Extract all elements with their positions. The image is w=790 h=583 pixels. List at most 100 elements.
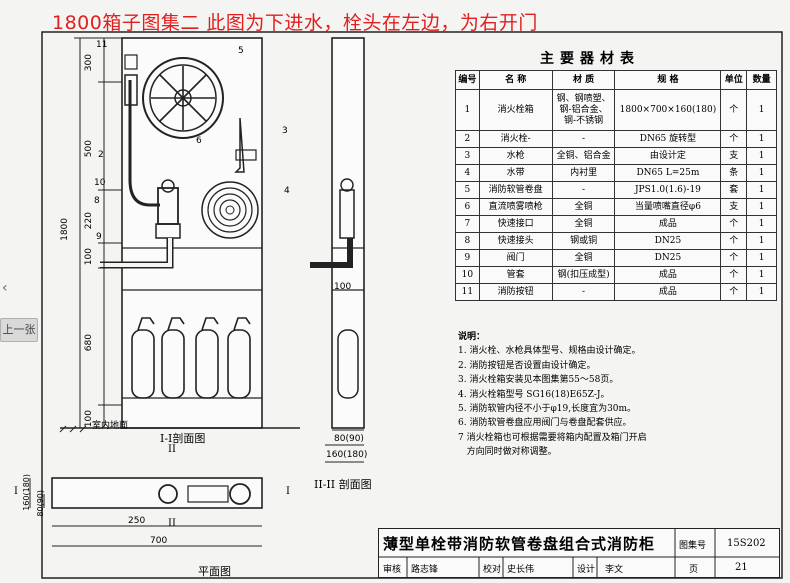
callout-11: 11 xyxy=(96,40,108,50)
table-cell: 1 xyxy=(746,249,777,267)
callout-5: 5 xyxy=(238,46,244,56)
dim-100a: 100 xyxy=(84,248,94,266)
note-item: 4. 消火栓箱型号 SG16(18)E65Z-J。 xyxy=(458,389,610,400)
table-cell: 10 xyxy=(455,266,480,284)
table-cell: 1 xyxy=(746,147,777,165)
plan-dim-250: 250 xyxy=(128,516,146,526)
plan-dim-160: 160(180) xyxy=(22,474,31,511)
atlas-number: 15S202 xyxy=(727,538,766,549)
dim-680: 680 xyxy=(84,334,94,352)
col-qty: 数量 xyxy=(746,70,777,90)
table-cell: 1 xyxy=(746,215,777,233)
callout-9: 9 xyxy=(96,232,102,242)
table-cell: 1 xyxy=(746,181,777,199)
table-cell: 全铜 xyxy=(551,215,616,233)
table-cell: 1800×700×160(180) xyxy=(614,89,722,131)
table-cell: 全铜、铝合金 xyxy=(551,147,616,165)
prev-arrow-icon[interactable]: ‹ xyxy=(2,280,8,296)
title-block-grid xyxy=(379,529,779,577)
table-cell: 条 xyxy=(720,164,748,182)
table-cell: 7 xyxy=(455,215,480,233)
table-cell: 当量喷嘴直径φ6 xyxy=(614,198,722,216)
cabinet-outline xyxy=(121,37,263,429)
col-unit: 单位 xyxy=(720,70,748,90)
table-cell: 个 xyxy=(720,283,748,301)
note-item: 6. 消防软管卷盘应用阀门与卷盘配套供应。 xyxy=(458,418,632,429)
dim-220: 220 xyxy=(84,212,94,230)
table-cell: 成品 xyxy=(614,266,722,284)
col-no: 编号 xyxy=(455,70,480,90)
plan-dim-700: 700 xyxy=(150,536,168,546)
review-label: 审核 xyxy=(383,565,402,575)
callout-2: 2 xyxy=(98,150,104,160)
table-cell: 8 xyxy=(455,232,480,250)
page-number: 21 xyxy=(735,562,748,573)
table-cell: 2 xyxy=(455,130,480,148)
plan-label: 平面图 xyxy=(198,565,231,578)
dim-1800: 1800 xyxy=(60,218,70,241)
table-cell: 1 xyxy=(455,89,480,131)
callout-4: 4 xyxy=(284,186,290,196)
mark-I-right: I xyxy=(286,486,290,497)
reviewer-name: 路志锋 xyxy=(411,565,439,575)
table-cell: - xyxy=(551,283,616,301)
sec2-dim-160: 160(180) xyxy=(326,450,368,460)
dim-300: 300 xyxy=(84,54,94,72)
table-cell: 个 xyxy=(720,232,748,250)
sec2-dim-80: 80(90) xyxy=(334,434,364,444)
table-cell: 3 xyxy=(455,147,480,165)
table-cell: DN65 L=25m xyxy=(614,164,722,182)
callout-3: 3 xyxy=(282,126,288,136)
table-cell: 成品 xyxy=(614,215,722,233)
table-cell: 由设计定 xyxy=(614,147,722,165)
callout-6: 6 xyxy=(196,136,202,146)
table-cell: 9 xyxy=(455,249,480,267)
atlas-label: 图集号 xyxy=(679,541,707,551)
table-cell: 11 xyxy=(455,283,480,301)
table-cell: - xyxy=(551,181,616,199)
notes: 说明： 1. 消火栓、水枪具体型号、规格由设计确定。 2. 消防按钮是否设置由设… xyxy=(458,330,647,460)
table-cell: 4 xyxy=(455,164,480,182)
fire-extinguishers-icon xyxy=(131,317,251,399)
table-cell: 钢(扣压成型) xyxy=(551,266,616,284)
col-name: 名 称 xyxy=(478,70,553,90)
title-block: 薄型单栓带消防软管卷盘组合式消防柜 图集号 15S202 页 21 审核 路志锋… xyxy=(378,528,780,578)
mark-II-top: II xyxy=(168,444,176,455)
table-cell: - xyxy=(551,130,616,148)
section-1-label: I-I剖面图 xyxy=(160,432,206,445)
table-cell: 1 xyxy=(746,266,777,284)
callout-8: 8 xyxy=(94,196,100,206)
table-cell: 消火栓箱 xyxy=(478,89,553,131)
col-material: 材 质 xyxy=(551,70,616,90)
drawing-title: 薄型单栓带消防软管卷盘组合式消防柜 xyxy=(383,535,656,553)
table-cell: 快速接口 xyxy=(478,215,553,233)
dim-500: 500 xyxy=(84,140,94,158)
note-item: 2. 消防按钮是否设置由设计确定。 xyxy=(458,360,596,371)
table-cell: 支 xyxy=(720,198,748,216)
floor-label: 室内地面 xyxy=(92,421,129,431)
col-spec: 规 格 xyxy=(614,70,722,90)
note-item: 1. 消火栓、水枪具体型号、规格由设计确定。 xyxy=(458,346,641,357)
check-label: 校对 xyxy=(483,565,502,575)
table-cell: 钢或铜 xyxy=(551,232,616,250)
page-label: 页 xyxy=(689,565,699,575)
previous-page-button[interactable]: 上一张 xyxy=(0,318,38,342)
table-cell: 1 xyxy=(746,232,777,250)
notes-heading: 说明： xyxy=(458,332,486,342)
note-item: 3. 消火栓箱安装见本图集第55～58页。 xyxy=(458,375,619,386)
table-cell: 直流喷雾喷枪 xyxy=(478,198,553,216)
mark-I-left: I xyxy=(14,486,18,497)
table-cell: 钢、钢喷塑、钢-铝合金、钢-不锈钢 xyxy=(551,89,616,131)
section-2-outline xyxy=(331,37,365,429)
table-cell: 消防按钮 xyxy=(478,283,553,301)
